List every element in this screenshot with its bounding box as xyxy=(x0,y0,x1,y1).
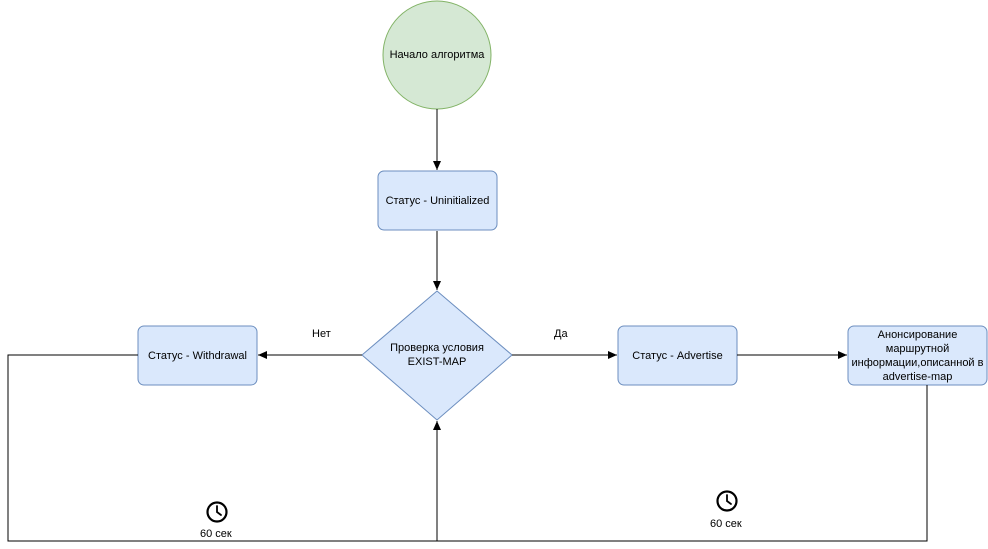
announce-node-shape[interactable] xyxy=(847,325,988,386)
clock-icon xyxy=(206,501,228,523)
start-node-label: Начало алгоритма xyxy=(389,49,485,61)
uninitialized-node-label: Статус - Uninitialized xyxy=(385,194,490,207)
check-node-label: Проверка условия EXIST-MAP xyxy=(390,342,484,368)
edge-announce-loop-back xyxy=(437,385,928,542)
announce-node-label: Анонсирование маршрутной информации,опис… xyxy=(851,328,984,383)
withdrawal-node-label: Статус - Withdrawal xyxy=(148,349,247,362)
edge-label-no: Нет xyxy=(312,328,331,340)
timer-label-right: 60 сек xyxy=(710,518,742,530)
clock-icon xyxy=(716,490,738,512)
check-node-shape[interactable] xyxy=(361,290,513,421)
edge-withdrawal-loop-back xyxy=(7,354,441,542)
advertise-node-label: Статус - Advertise xyxy=(632,349,723,362)
timer-label-left: 60 сек xyxy=(200,528,232,540)
edge-label-yes: Да xyxy=(554,328,568,340)
uninitialized-node-shape[interactable] xyxy=(377,170,498,231)
